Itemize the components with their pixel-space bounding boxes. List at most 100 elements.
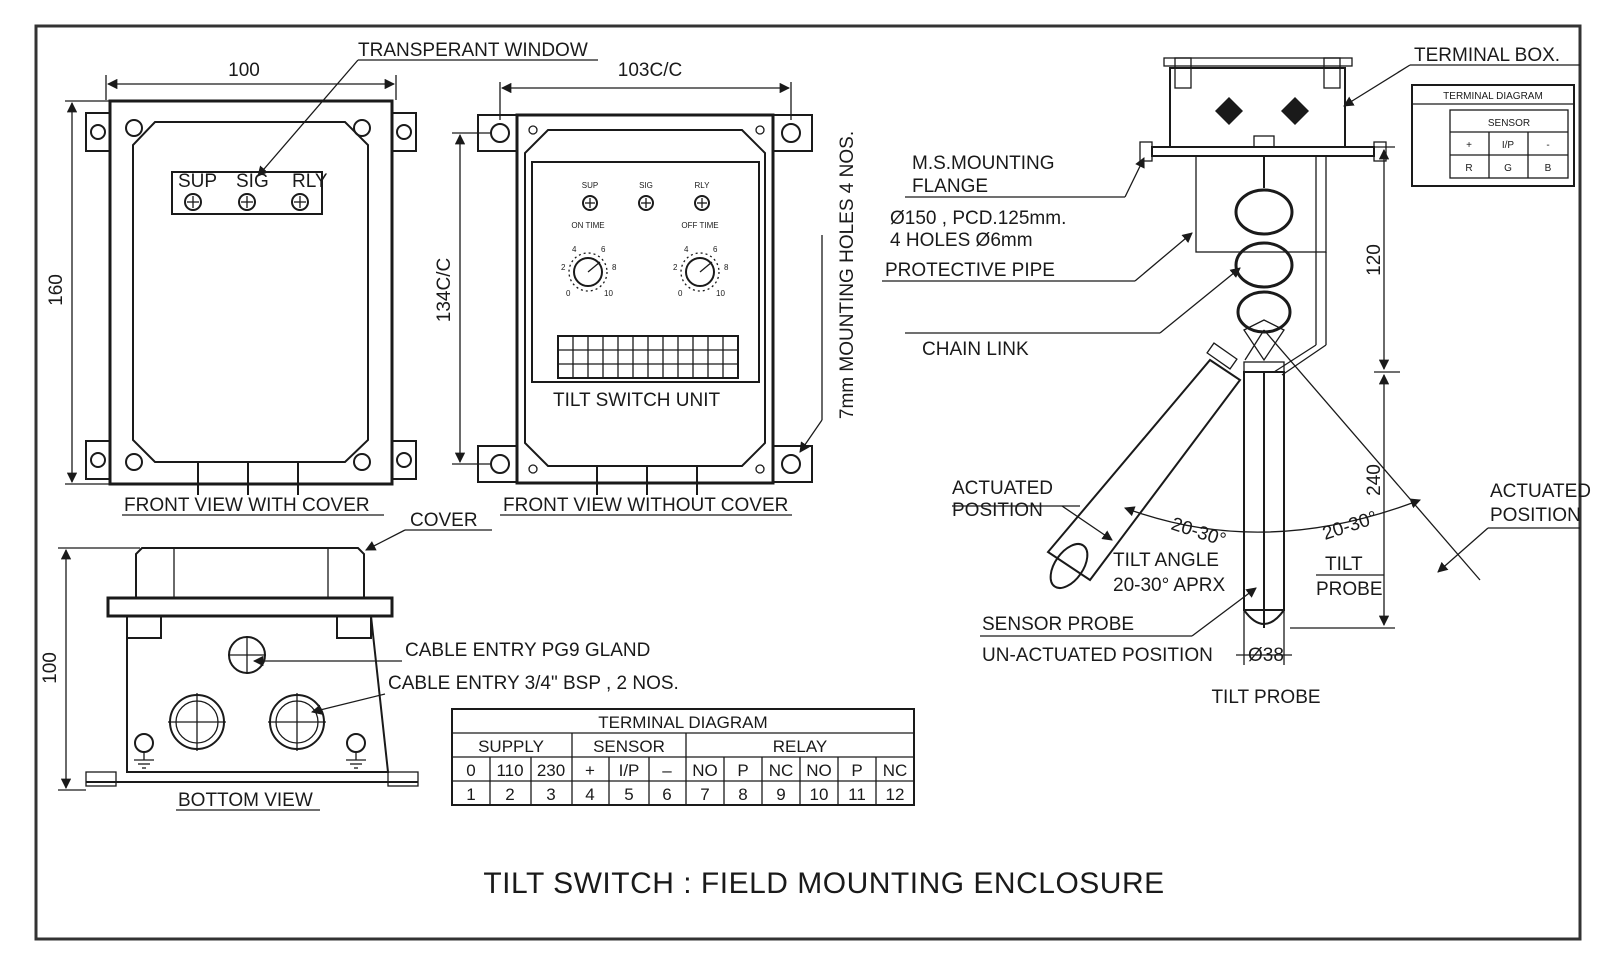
dim-240: 240 bbox=[1364, 464, 1385, 496]
terminal-number: 1 bbox=[466, 785, 475, 804]
terminal-label: – bbox=[662, 761, 672, 780]
cover-height-dim: 160 bbox=[46, 274, 67, 306]
unit-indicator-sup: SUP bbox=[582, 181, 598, 190]
actuated-left-line2: POSITION bbox=[952, 500, 1043, 521]
pg9-gland-icon bbox=[228, 636, 266, 674]
terminal-table-title: TERMINAL DIAGRAM bbox=[598, 713, 767, 732]
cover-label: COVER bbox=[410, 510, 478, 531]
sensor-table-color: R bbox=[1465, 163, 1472, 174]
flange-dim-line1: Ø150 , PCD.125mm. bbox=[890, 208, 1066, 229]
terminal-label: NC bbox=[769, 761, 794, 780]
terminal-label: NO bbox=[806, 761, 832, 780]
flange-label-line2: FLANGE bbox=[912, 176, 988, 197]
angle-left: 20-30° bbox=[1168, 514, 1228, 551]
tilt-probe-right-line1: TILT bbox=[1325, 554, 1363, 575]
flange-label-line1: M.S.MOUNTING bbox=[912, 153, 1055, 174]
tilt-probe-right-line2: PROBE bbox=[1316, 579, 1383, 600]
sensor-probe-label: SENSOR PROBE bbox=[982, 614, 1134, 635]
on-dial-mark-6: 6 bbox=[601, 245, 606, 254]
cover-width-dim: 100 bbox=[228, 60, 260, 81]
actuated-right-line2: POSITION bbox=[1490, 505, 1581, 526]
terminal-number: 8 bbox=[738, 785, 747, 804]
terminal-number: 11 bbox=[848, 785, 866, 804]
tilt-angle-line1: TILT ANGLE bbox=[1113, 550, 1219, 571]
on-dial-mark-4: 4 bbox=[572, 245, 577, 254]
mounting-holes-label: 7mm MOUNTING HOLES 4 NOS. bbox=[837, 131, 858, 419]
terminal-number: 5 bbox=[624, 785, 633, 804]
bsp-entry-icon bbox=[168, 693, 326, 751]
unactuated-label: UN-ACTUATED POSITION bbox=[982, 645, 1213, 666]
chain-link-icon bbox=[1234, 188, 1294, 334]
on-dial-mark-10: 10 bbox=[604, 289, 613, 298]
terminal-label: NC bbox=[883, 761, 908, 780]
front-nocover-caption: FRONT VIEW WITHOUT COVER bbox=[503, 495, 788, 516]
dim-120: 120 bbox=[1364, 244, 1385, 276]
drawing-title: TILT SWITCH : FIELD MOUNTING ENCLOSURE bbox=[483, 867, 1164, 900]
transparent-window-label: TRANSPERANT WINDOW bbox=[358, 40, 588, 61]
terminal-number: 9 bbox=[776, 785, 785, 804]
off-dial-mark-8: 8 bbox=[724, 263, 729, 272]
sensor-table-color: G bbox=[1504, 163, 1512, 174]
cover-indicator-sig: SIG bbox=[236, 171, 269, 192]
on-time-dial-icon bbox=[568, 252, 608, 292]
terminal-label: 110 bbox=[496, 761, 523, 780]
on-dial-mark-2: 2 bbox=[561, 263, 566, 272]
sensor-table-label: + bbox=[1466, 140, 1472, 151]
unit-indicator-sig: SIG bbox=[639, 181, 653, 190]
probe-diameter: Ø38 bbox=[1248, 645, 1284, 666]
bottom-height-dim: 100 bbox=[40, 652, 61, 684]
unit-height-dim: 134C/C bbox=[434, 258, 455, 322]
angle-right: 20-30° bbox=[1320, 507, 1380, 544]
pg9-gland-label: CABLE ENTRY PG9 GLAND bbox=[405, 640, 650, 661]
terminal-number: 10 bbox=[810, 785, 829, 804]
sensor-table-group: SENSOR bbox=[1488, 118, 1530, 129]
bottom-caption: BOTTOM VIEW bbox=[178, 790, 313, 811]
off-time-dial-icon bbox=[680, 252, 720, 292]
terminal-number: 7 bbox=[700, 785, 709, 804]
terminal-label: I/P bbox=[619, 761, 640, 780]
on-time-label: ON TIME bbox=[571, 221, 604, 230]
terminal-number: 12 bbox=[886, 785, 905, 804]
terminal-label: P bbox=[737, 761, 748, 780]
sensor-terminal-table: TERMINAL DIAGRAM SENSOR + I/P - R G B bbox=[1411, 84, 1575, 187]
front-view-with-cover: SUP SIG RLY 100 160 TRANSPERANT WINDOW F… bbox=[46, 40, 598, 516]
terminal-label: P bbox=[851, 761, 862, 780]
terminal-box-label: TERMINAL BOX. bbox=[1414, 45, 1560, 66]
terminal-label: NO bbox=[692, 761, 718, 780]
group-relay: RELAY bbox=[773, 737, 828, 756]
led-plus-icon bbox=[582, 195, 710, 211]
terminal-number: 4 bbox=[585, 785, 594, 804]
chain-link-label: CHAIN LINK bbox=[922, 339, 1029, 360]
group-supply: SUPPLY bbox=[478, 737, 544, 756]
bottom-view: 100 COVER CABLE ENTRY PG9 GLAND CABLE EN… bbox=[40, 510, 679, 811]
group-sensor: SENSOR bbox=[593, 737, 665, 756]
sensor-table-title: TERMINAL DIAGRAM bbox=[1443, 91, 1543, 102]
off-dial-mark-10: 10 bbox=[716, 289, 725, 298]
flange-dim-line2: 4 HOLES Ø6mm bbox=[890, 230, 1033, 251]
terminal-number: 3 bbox=[546, 785, 555, 804]
on-dial-mark-0: 0 bbox=[566, 289, 571, 298]
off-time-label: OFF TIME bbox=[681, 221, 718, 230]
tilt-switch-unit-label: TILT SWITCH UNIT bbox=[553, 390, 721, 411]
cover-indicator-rly: RLY bbox=[292, 171, 328, 192]
tilt-probe-label: TILT PROBE bbox=[1211, 687, 1320, 708]
unit-indicator-rly: RLY bbox=[695, 181, 711, 190]
on-dial-mark-8: 8 bbox=[612, 263, 617, 272]
bsp-entry-label: CABLE ENTRY 3/4" BSP , 2 NOS. bbox=[388, 673, 679, 694]
terminal-block-strip bbox=[557, 335, 739, 379]
probe-assembly: 120 240 Ø38 TERMINAL BOX. M.S.MOUNTING F… bbox=[882, 45, 1591, 708]
terminal-box-diamond-icon bbox=[1215, 97, 1309, 125]
off-dial-mark-4: 4 bbox=[684, 245, 689, 254]
sensor-table-label: I/P bbox=[1502, 140, 1515, 151]
tilt-angle-line2: 20-30° APRX bbox=[1113, 575, 1225, 596]
cover-indicator-sup: SUP bbox=[178, 171, 217, 192]
terminal-label: 0 bbox=[466, 761, 475, 780]
protective-pipe-label: PROTECTIVE PIPE bbox=[885, 260, 1055, 281]
front-cover-caption: FRONT VIEW WITH COVER bbox=[124, 495, 370, 516]
terminal-diagram-table: TERMINAL DIAGRAM SUPPLY SENSOR RELAY 0 1… bbox=[451, 708, 915, 806]
terminal-label: 230 bbox=[537, 761, 565, 780]
actuated-left-line1: ACTUATED bbox=[952, 478, 1053, 499]
terminal-number: 2 bbox=[505, 785, 514, 804]
terminal-label: + bbox=[585, 761, 595, 780]
